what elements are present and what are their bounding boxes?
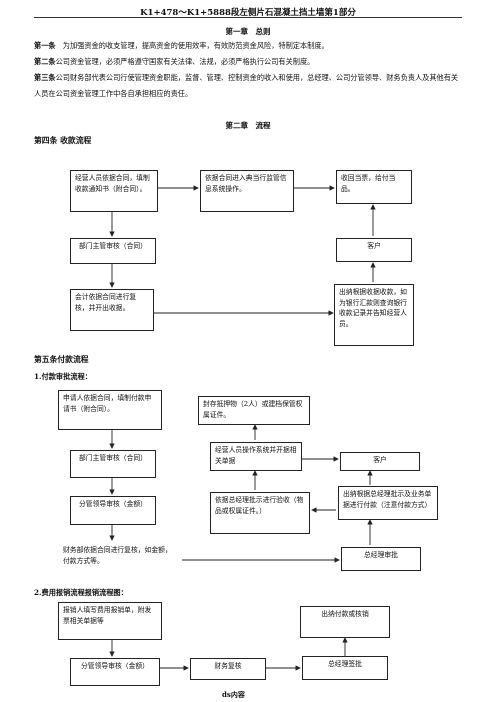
box-dept-head-review: 部门主管审核（合同）	[70, 238, 156, 264]
article-2-text: 公司资金管理，必须严格遵守国家有关法律、法规，必须严格执行公司有关制度。	[55, 57, 315, 66]
article-1-label: 第一条	[34, 41, 56, 50]
article-3: 第三条公司财务部代表公司行使管理资金职能，监督、管理、控制资金的收入和使用，总经…	[34, 70, 462, 101]
section-5-title: 第五条付款流程	[34, 355, 89, 364]
box-finance-recheck: 财务复核	[190, 658, 266, 680]
box-accountant-review: 会计依据合同进行复核，并开出收据。	[70, 289, 154, 331]
article-3-text: 公司财务部代表公司行使管理资金职能，监督、管理、控制资金的收入和使用，总经理、公…	[34, 73, 459, 98]
header-divider	[34, 17, 462, 18]
box-cashier-payment: 出纳根据总经理批示及业务单据进行付款（注意付款方式）	[338, 486, 438, 520]
box-seal-pledge: 封存抵押物（2人）或建档保管权属证件。	[198, 396, 310, 425]
box-acceptance-check: 依据总经理批示进行验收（物品或权属证件。）	[210, 492, 310, 534]
article-2-label: 第二条	[34, 57, 56, 66]
box-finance-review: 财务部依据合同进行复核，如金额，付款方式等。	[58, 542, 182, 576]
article-1-text: 为加强资金的收支管理，提高资金的使用效率，有效防范资金风险，特制定本制度。	[55, 41, 329, 50]
box-applicant: 申请人依据合同，填制付款申请书（附合同）。	[58, 390, 162, 430]
box-gm-sign: 总经理签批	[302, 656, 388, 680]
box-operator-system: 经营人员操作系统并开据相关单据	[210, 442, 302, 471]
section-4-title: 第四条 收款流程	[34, 136, 92, 145]
payment-approval-title: 1.付款审批流程：	[34, 372, 92, 381]
article-2: 第二条公司资金管理，必须严格遵守国家有关法律、法规，必须严格执行公司有关制度。	[34, 54, 462, 70]
box-customer: 客户	[336, 238, 412, 262]
box-dept-head-review-2: 部门主管审核（合同）	[70, 450, 156, 478]
chapter-1-title: 第一章 总则	[225, 27, 271, 36]
page-footer: ds内容	[222, 690, 245, 699]
box-reimburser: 报销人填写费用报销单，附发票相关单据等	[58, 602, 162, 640]
document-header: K1+478～K1+5888段左侧片石混凝土挡土墙第1部分	[140, 8, 356, 18]
article-1: 第一条 为加强资金的收支管理，提高资金的使用效率，有效防范资金风险，特制定本制度…	[34, 38, 462, 54]
box-customer-2: 客户	[340, 452, 420, 471]
box-system-operation: 依据合同进入典当行监管信息系统操作。	[200, 170, 294, 212]
expense-reimburse-title: 2.费用报销流程报销流程图：	[34, 588, 128, 597]
box-return-ticket: 收回当票，给付当品。	[336, 170, 412, 204]
box-cashier-pay-writeoff: 出纳付款或核销	[300, 606, 390, 638]
box-leader-review: 分管领导审核（金额）	[70, 496, 156, 525]
article-3-label: 第三条	[34, 73, 56, 82]
box-leader-review-2: 分管领导审核（金额）	[70, 658, 160, 686]
box-cashier-collect: 出纳根据收据收款，如为银行汇款则查询银行收款记录并告知经营人员。	[334, 284, 414, 346]
box-operator-notice: 经营人员依据合同，填制收款通知书（附合同）。	[70, 170, 158, 212]
chapter-2-title: 第二章 流程	[225, 121, 271, 130]
box-gm-approval: 总经理审批	[341, 547, 421, 571]
